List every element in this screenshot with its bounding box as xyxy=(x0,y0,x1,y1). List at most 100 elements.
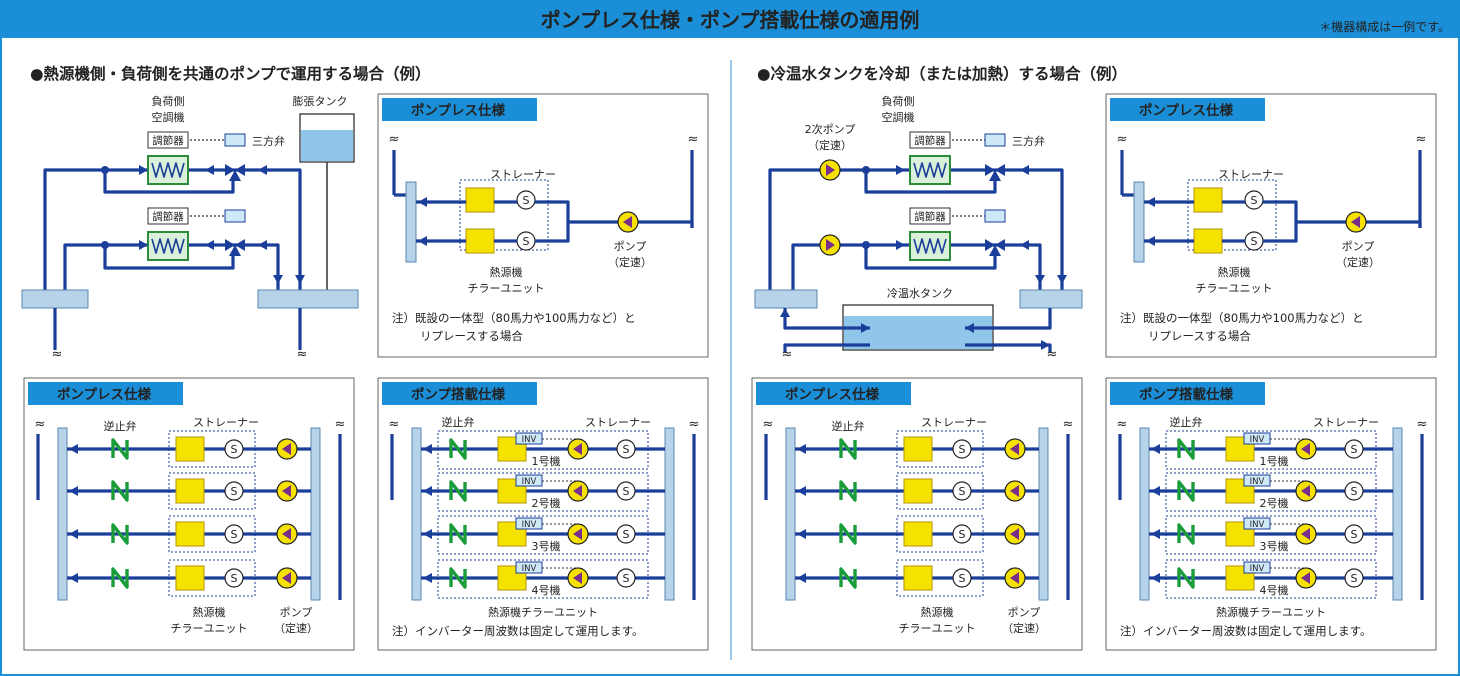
panel-title: ポンプレス仕様 xyxy=(1139,102,1234,119)
unit-outline-dashed xyxy=(459,179,549,251)
pump-icon xyxy=(276,523,298,545)
flow-arrow xyxy=(205,165,214,175)
check-valve-icon xyxy=(449,480,467,502)
strainer-circle xyxy=(224,439,244,459)
flow-arrow xyxy=(418,236,427,246)
flow-arrow xyxy=(423,573,432,583)
valve-right xyxy=(235,164,245,176)
pump-icon xyxy=(1345,211,1367,233)
storage-tank-label: 冷温水タンク xyxy=(887,287,953,300)
pump-arrow xyxy=(573,528,582,540)
chiller-unit-icon xyxy=(465,228,495,254)
strainer-icon: S xyxy=(616,439,636,459)
strainer-icon: S xyxy=(224,568,244,588)
strainer-circle xyxy=(952,439,972,459)
title-band xyxy=(0,0,1460,38)
check-valve-icon xyxy=(1177,480,1195,502)
panel-pumpless-bottom-right: ポンプレス仕様≈≈逆止弁ストレーナーSSSS熱源機チラーユニットポンプ（定速） xyxy=(751,377,1083,651)
strainer-symbol: S xyxy=(959,528,966,541)
load-ahu-label: 空調機 xyxy=(152,110,185,124)
panel-tab xyxy=(756,382,911,405)
bypass-pipe xyxy=(103,245,235,270)
pipe-break-symbol: ≈ xyxy=(1063,417,1074,432)
flow-arrow xyxy=(69,444,78,454)
strainer-icon: S xyxy=(224,524,244,544)
pipe-break-symbol: ≈ xyxy=(689,417,700,432)
pump-icon xyxy=(617,211,639,233)
inv-label: INV xyxy=(1250,564,1265,574)
unit-number-label: 2号機 xyxy=(532,496,561,510)
valve-left xyxy=(225,239,235,251)
pump-arrow xyxy=(282,528,291,540)
flow-arrow xyxy=(423,444,432,454)
valve-right xyxy=(995,239,1005,251)
three-way-valve-icon xyxy=(225,164,245,181)
valve-right xyxy=(995,164,1005,176)
supply-pipe xyxy=(43,168,148,290)
valve-actuator-icon xyxy=(224,133,246,147)
return-pipe xyxy=(950,243,1042,290)
three-way-valve-label: 三方弁 xyxy=(1012,134,1045,148)
valve-left xyxy=(985,164,995,176)
strainer-symbol: S xyxy=(1351,528,1358,541)
strainer-circle xyxy=(516,190,536,210)
chiller-unit-label: チラーユニット xyxy=(899,622,976,635)
header-pipe xyxy=(411,427,422,601)
check-valve-icon xyxy=(839,523,857,545)
chiller-unit-icon xyxy=(175,436,205,462)
valve-bottom xyxy=(229,170,241,181)
pump-icon xyxy=(1004,438,1026,460)
strainer-icon: S xyxy=(1344,481,1364,501)
controller-rect xyxy=(147,131,189,149)
check-valve-icon xyxy=(111,523,129,545)
header-pipe xyxy=(405,181,417,263)
check-valve-icon xyxy=(1177,567,1195,589)
chiller-unit-label: チラーユニット xyxy=(468,282,545,295)
valve-left xyxy=(225,164,235,176)
strainer-icon: S xyxy=(1244,190,1264,210)
panel-title: ポンプレス仕様 xyxy=(411,102,506,119)
flow-arrow xyxy=(1151,486,1160,496)
pump-arrow xyxy=(1301,485,1310,497)
strainer-icon: S xyxy=(224,439,244,459)
pump-arrow xyxy=(282,485,291,497)
unit-number-label: 1号機 xyxy=(1260,454,1289,468)
right-system-schematic: 2次ポンプ（定速）負荷側空調機調節器三方弁調節器冷温水タンク≈≈ xyxy=(754,95,1083,362)
strainer-symbol: S xyxy=(959,443,966,456)
check-valve-icon xyxy=(839,567,857,589)
chiller-unit-label: 熱源機 xyxy=(1218,265,1251,279)
controller-rect xyxy=(909,131,951,149)
load-ahu-label: 負荷側 xyxy=(882,95,915,108)
unit-number-label: 4号機 xyxy=(532,583,561,597)
pump-icon xyxy=(567,480,589,502)
panel-frame xyxy=(23,377,355,651)
strainer-circle xyxy=(616,439,636,459)
inv-label: INV xyxy=(522,435,537,445)
chiller-unit-label: 熱源機 xyxy=(490,265,523,279)
flow-arrow xyxy=(1020,240,1029,250)
pump-arrow xyxy=(1301,443,1310,455)
flow-arrow xyxy=(1057,275,1067,284)
header-pipe xyxy=(785,427,796,601)
chiller-unit-label: 熱源機 xyxy=(921,605,954,619)
pump-icon xyxy=(276,438,298,460)
flow-arrow xyxy=(69,573,78,583)
secondary-pump-label: 2次ポンプ xyxy=(805,122,856,136)
valve-actuator-icon xyxy=(984,209,1006,223)
pump-label: ポンプ xyxy=(614,240,647,253)
unit-number-label: 3号機 xyxy=(1260,539,1289,553)
supply-pipe xyxy=(791,243,910,290)
pump-arrow xyxy=(826,239,835,251)
pipe-break-symbol: ≈ xyxy=(1117,132,1128,147)
flow-arrow xyxy=(139,240,148,250)
flow-arrow xyxy=(797,573,806,583)
check-valve-icon xyxy=(1177,523,1195,545)
panel-tab xyxy=(1110,382,1265,405)
note-replace: リプレースする場合 xyxy=(420,329,523,343)
header-pipe xyxy=(1139,427,1150,601)
strainer-label: ストレーナー xyxy=(1218,168,1284,181)
pipe-break-symbol: ≈ xyxy=(389,417,400,432)
pump-icon xyxy=(567,523,589,545)
section-heading-right: ●冷温水タンクを冷却（または加熱）する場合（例） xyxy=(757,64,1127,83)
strainer-symbol: S xyxy=(1351,572,1358,585)
